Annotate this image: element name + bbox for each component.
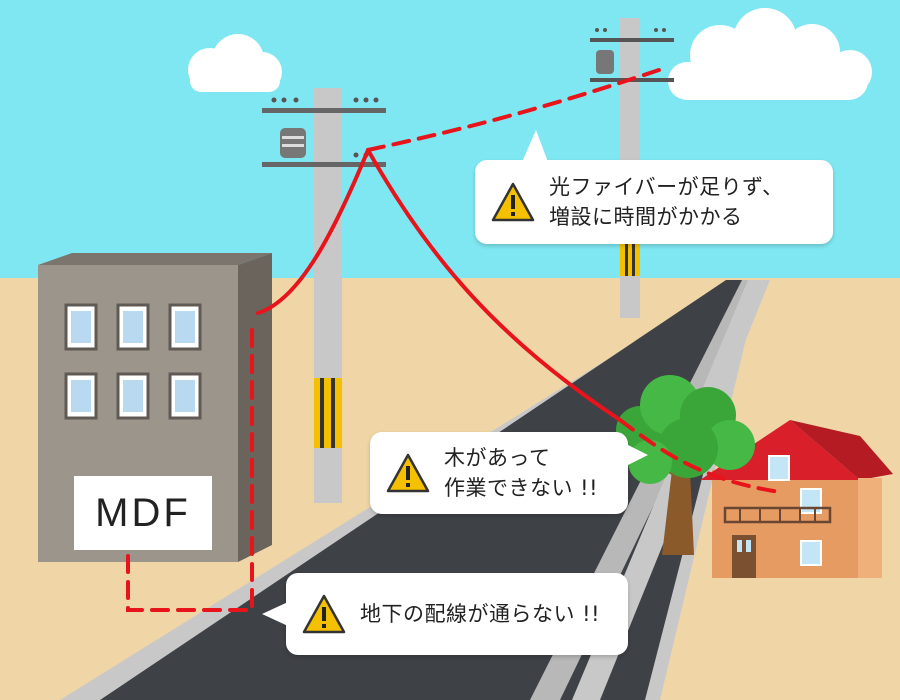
callout-text: 地下の配線が通らない !! <box>360 599 600 629</box>
callout-pointer <box>522 130 548 162</box>
utility-pole <box>262 88 386 503</box>
callout-line: 増設に時間がかかる <box>549 205 743 229</box>
callout-pointer <box>262 602 288 626</box>
callout-line: 木があって <box>444 446 551 470</box>
warning-icon <box>491 182 535 222</box>
cloud <box>188 34 282 92</box>
callout-underground-wiring: 地下の配線が通らない !! <box>286 573 628 655</box>
warning-icon <box>302 594 346 634</box>
callout-line: 地下の配線が通らない !! <box>360 602 601 626</box>
cloud <box>668 8 872 100</box>
fiber-cable <box>126 66 782 612</box>
mdf-label: MDF <box>74 476 212 550</box>
callout-line: 作業できない !! <box>444 476 599 500</box>
callout-fiber-shortage: 光ファイバーが足りず、 増設に時間がかかる <box>475 160 833 244</box>
callout-pointer <box>626 444 648 466</box>
callout-text: 光ファイバーが足りず、 増設に時間がかかる <box>549 172 784 232</box>
house <box>700 420 893 578</box>
callout-line: 光ファイバーが足りず、 <box>549 175 784 199</box>
callout-tree-obstruction: 木があって 作業できない !! <box>370 432 628 514</box>
callout-text: 木があって 作業できない !! <box>444 443 598 503</box>
warning-icon <box>386 453 430 493</box>
